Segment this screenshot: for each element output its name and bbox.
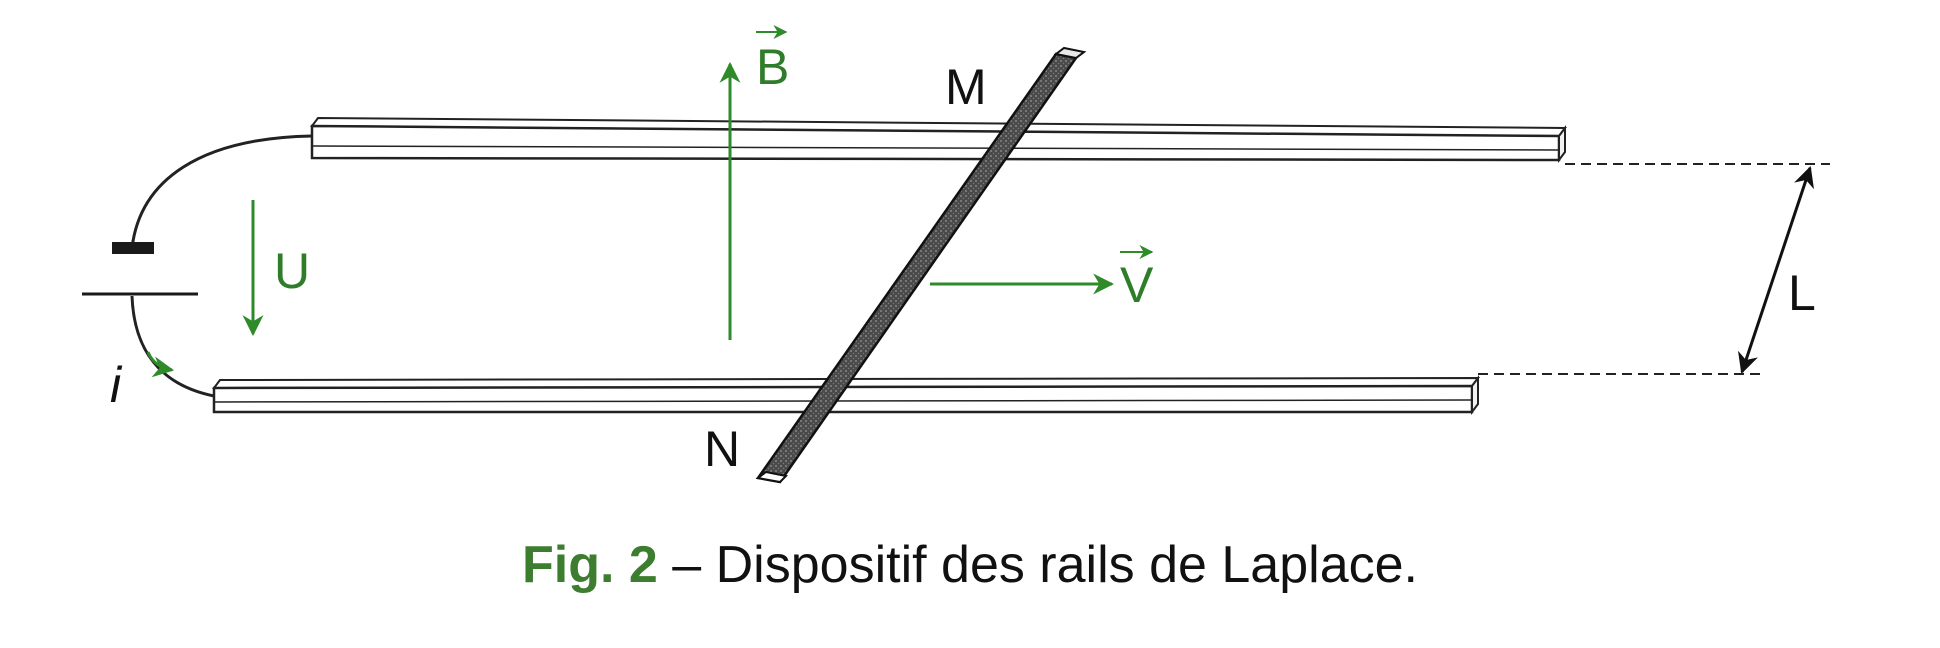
label-l: L xyxy=(1788,265,1816,321)
current-arrow xyxy=(146,351,175,378)
caption-text: – Dispositif des rails de Laplace. xyxy=(657,536,1418,594)
label-i: i xyxy=(110,357,123,413)
label-n: N xyxy=(704,421,740,477)
label-b: B xyxy=(756,39,789,95)
label-m: M xyxy=(945,59,987,115)
rod-mn xyxy=(755,46,1087,484)
label-u: U xyxy=(274,243,310,299)
figure-number: Fig. 2 xyxy=(522,536,658,594)
figure-caption: Fig. 2 – Dispositif des rails de Laplace… xyxy=(0,535,1940,595)
width-arrow xyxy=(1738,166,1814,374)
label-v: V xyxy=(1120,257,1154,313)
top-rail xyxy=(310,116,1567,163)
battery xyxy=(82,242,198,296)
